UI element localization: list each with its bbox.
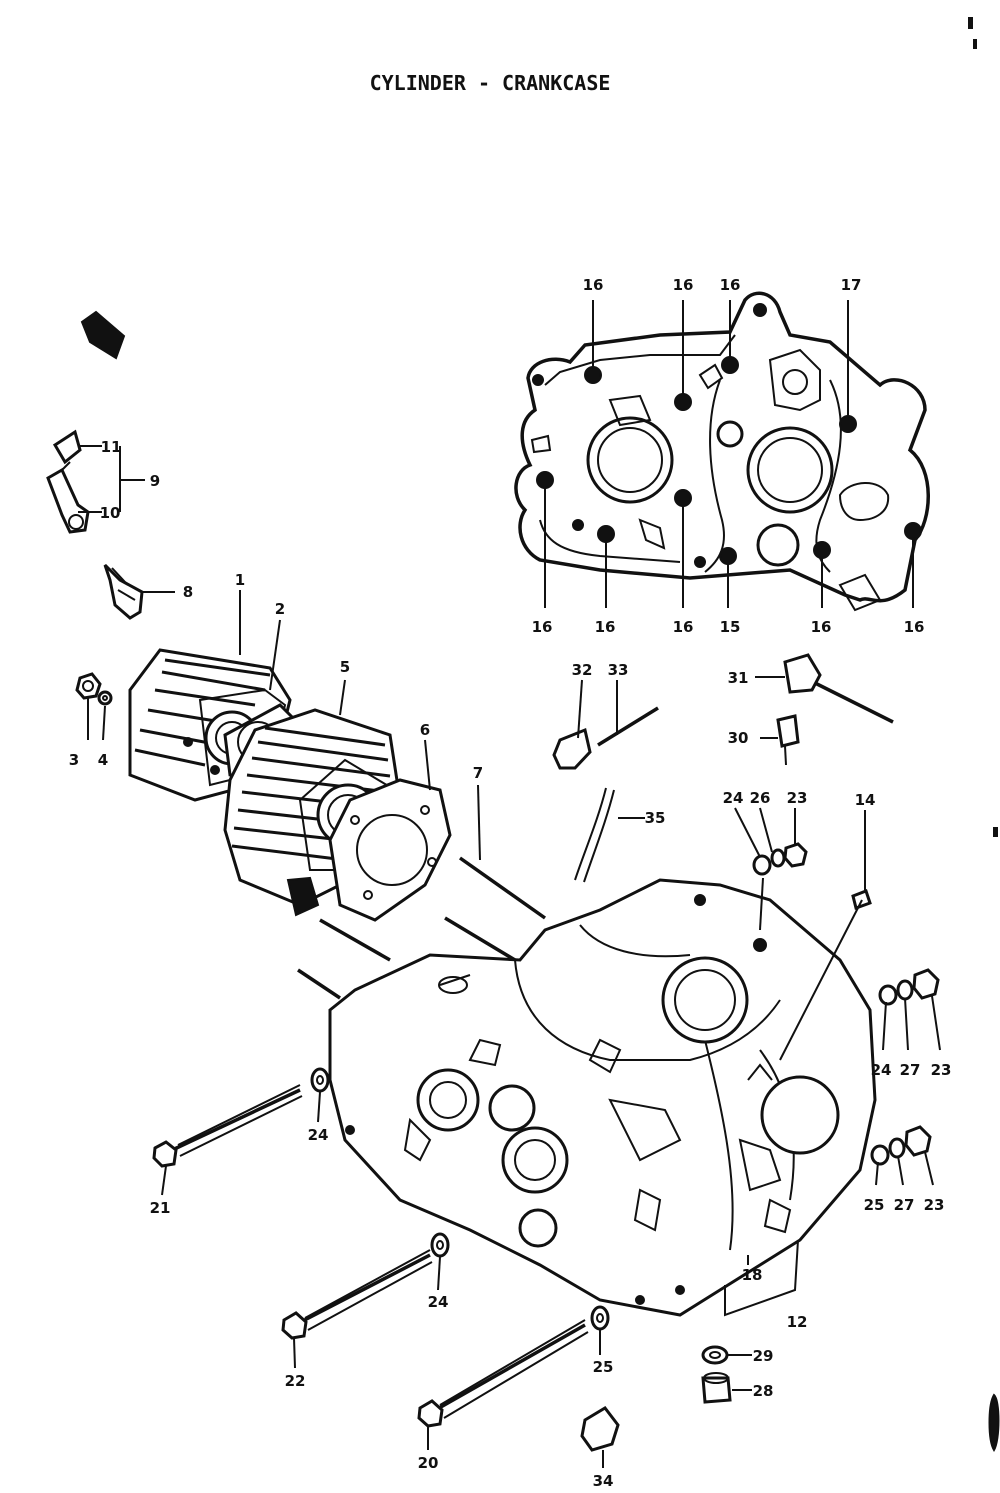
callout-31: 31 xyxy=(728,669,749,687)
cylinder-gasket xyxy=(328,778,452,922)
callout-32: 32 xyxy=(572,661,593,679)
callout-23-a: 23 xyxy=(787,789,808,807)
spark-plug xyxy=(103,563,144,620)
callout-3: 3 xyxy=(69,751,79,769)
callout-1: 1 xyxy=(235,571,245,589)
head-washer xyxy=(97,690,113,706)
callout-16-h: 16 xyxy=(904,618,925,636)
pipe-33 xyxy=(597,706,659,747)
cylinder-studs xyxy=(297,856,547,1000)
washer-24-upper xyxy=(752,854,772,876)
callout-20: 20 xyxy=(418,1454,439,1472)
callout-16-e: 16 xyxy=(595,618,616,636)
callout-23-c: 23 xyxy=(924,1196,945,1214)
callout-35: 35 xyxy=(645,809,666,827)
callout-10: 10 xyxy=(100,504,121,522)
callout-17: 17 xyxy=(841,276,862,294)
crankcase-inner-view xyxy=(514,291,930,612)
callout-4: 4 xyxy=(98,751,108,769)
callout-22: 22 xyxy=(285,1372,306,1390)
callout-34: 34 xyxy=(593,1472,614,1490)
callout-12: 12 xyxy=(787,1313,808,1331)
washer-24-a xyxy=(310,1067,330,1093)
callout-16-a: 16 xyxy=(583,276,604,294)
elbow-32 xyxy=(552,727,592,770)
callout-5: 5 xyxy=(340,658,350,676)
callout-7: 7 xyxy=(473,764,483,782)
callout-33: 33 xyxy=(608,661,629,679)
scan-specks xyxy=(968,17,1000,1452)
callout-21: 21 xyxy=(150,1199,171,1217)
callout-6: 6 xyxy=(420,721,430,739)
callout-24-d: 24 xyxy=(428,1293,449,1311)
callout-25-a: 25 xyxy=(864,1196,885,1214)
head-nut xyxy=(75,672,102,700)
callout-29: 29 xyxy=(753,1347,774,1365)
callout-16-c: 16 xyxy=(720,276,741,294)
crankcase-assembly xyxy=(328,878,877,1317)
right-nut-set-lower xyxy=(870,1125,932,1166)
washer-26 xyxy=(770,848,786,868)
washer-24-b xyxy=(430,1232,450,1258)
callout-23-b: 23 xyxy=(931,1061,952,1079)
crankcase-bolt-21 xyxy=(152,1084,303,1168)
callout-24-a: 24 xyxy=(723,789,744,807)
callout-16-b: 16 xyxy=(673,276,694,294)
crankcase-bolt-20 xyxy=(417,1319,589,1428)
callout-2: 2 xyxy=(275,600,285,618)
callout-8: 8 xyxy=(183,583,193,601)
callout-30: 30 xyxy=(728,729,749,747)
callout-labels: 1 2 3 4 5 6 7 8 9 10 11 12 14 15 16 16 1… xyxy=(69,276,952,1490)
callout-24-c: 24 xyxy=(308,1126,329,1144)
leader-lines xyxy=(78,445,941,1468)
crankcase-bolt-22 xyxy=(281,1249,433,1340)
callout-15: 15 xyxy=(720,618,741,636)
front-arrow-icon xyxy=(80,310,126,360)
drain-bolt xyxy=(701,1372,732,1404)
callout-27-b: 27 xyxy=(894,1196,915,1214)
dowel-14 xyxy=(851,889,872,910)
callout-24-b: 24 xyxy=(871,1061,892,1079)
callout-16-d: 16 xyxy=(532,618,553,636)
drain-gasket xyxy=(701,1345,729,1365)
plug-34 xyxy=(580,1406,620,1452)
union-31 xyxy=(783,653,894,724)
plug-cap xyxy=(46,429,90,534)
hose-35 xyxy=(574,787,615,883)
callout-16-f: 16 xyxy=(673,618,694,636)
diagram-title: CYLINDER - CRANKCASE xyxy=(370,71,611,95)
callout-16-g: 16 xyxy=(811,618,832,636)
callout-25-b: 25 xyxy=(593,1358,614,1376)
washer-25 xyxy=(590,1305,610,1331)
callout-11: 11 xyxy=(101,438,122,456)
callout-26: 26 xyxy=(750,789,771,807)
nut-23-upper xyxy=(783,842,808,868)
right-nut-set-upper xyxy=(878,968,940,1006)
callout-28: 28 xyxy=(753,1382,774,1400)
callout-27-a: 27 xyxy=(900,1061,921,1079)
callout-18: 18 xyxy=(742,1266,763,1284)
callout-9: 9 xyxy=(150,472,160,490)
callout-14: 14 xyxy=(855,791,876,809)
fitting-30 xyxy=(776,714,800,766)
